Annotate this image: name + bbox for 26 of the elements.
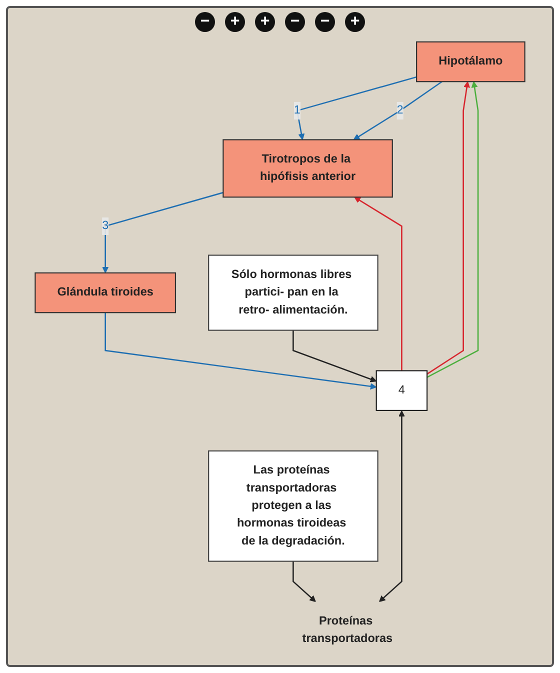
sign-label: + bbox=[345, 12, 365, 32]
node-box: 4 bbox=[376, 370, 428, 411]
node-box: Glándula tiroides bbox=[34, 272, 176, 314]
sign-label: − bbox=[315, 12, 335, 32]
edge-label: 2 bbox=[396, 104, 404, 117]
node-box: Hipotálamo bbox=[416, 41, 526, 82]
node-box: Tirotropos de la hipófisis anterior bbox=[222, 139, 393, 198]
node-box: Sólo hormonas libres partici- pan en la retro- alimentación. bbox=[208, 254, 378, 331]
sign-label: − bbox=[285, 12, 305, 32]
arrow bbox=[353, 81, 442, 140]
arrow bbox=[378, 410, 405, 602]
edge-label: 1 bbox=[294, 104, 300, 117]
arrow bbox=[354, 196, 402, 371]
sign-label: + bbox=[225, 12, 245, 32]
edge-label: 3 bbox=[102, 220, 109, 232]
node-box: Las proteínas transportadoras protegen a las hormonas tiroideas de la degradación. bbox=[208, 450, 378, 562]
arrow bbox=[104, 312, 377, 390]
sign-label: + bbox=[255, 12, 275, 32]
node-text: Proteínas transportadoras bbox=[302, 614, 393, 646]
arrow bbox=[292, 330, 377, 382]
sign-label: − bbox=[195, 12, 215, 32]
arrow bbox=[426, 81, 470, 375]
arrow bbox=[102, 192, 224, 274]
arrow bbox=[292, 561, 316, 602]
arrow bbox=[296, 76, 417, 140]
arrow bbox=[426, 81, 479, 378]
